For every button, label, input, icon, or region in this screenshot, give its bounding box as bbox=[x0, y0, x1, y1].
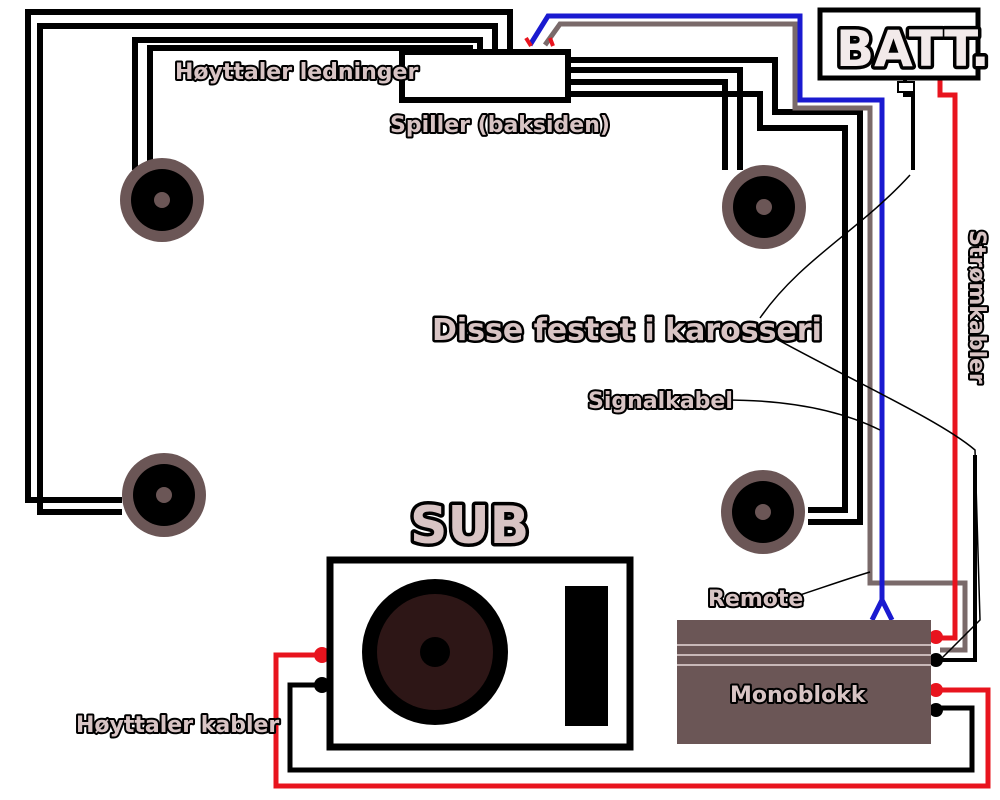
annotation-lines bbox=[724, 174, 981, 661]
label-mono-block: Monoblokk bbox=[730, 683, 867, 708]
amp-speaker-terminal-negative bbox=[929, 703, 943, 717]
speaker-top-left bbox=[120, 158, 204, 242]
speaker-bottom-right bbox=[721, 470, 805, 554]
battery-ground-wire bbox=[903, 80, 915, 170]
amp-ground-wire bbox=[940, 455, 977, 662]
label-speaker-wires: Høyttaler ledninger bbox=[175, 60, 418, 85]
mono-block-amplifier bbox=[677, 620, 931, 744]
label-ground-note: Disse festet i karosseri bbox=[432, 313, 822, 348]
speaker-wires-right bbox=[568, 57, 863, 525]
label-sub: SUB bbox=[410, 496, 529, 556]
signal-cable-red-tip bbox=[524, 36, 555, 48]
speaker-bottom-left bbox=[122, 453, 206, 537]
player-head-unit bbox=[399, 49, 571, 103]
subwoofer-box bbox=[326, 556, 634, 751]
signal-cable-blue bbox=[527, 13, 895, 622]
sub-speaker-cables bbox=[273, 652, 991, 789]
sub-terminal-positive bbox=[314, 647, 330, 663]
speaker-top-right bbox=[722, 165, 806, 249]
label-speaker-cables: Høyttaler kabler bbox=[76, 713, 279, 738]
label-battery: BATT. bbox=[836, 20, 990, 78]
power-cable-red bbox=[937, 80, 958, 641]
label-player-back: Spiller (baksiden) bbox=[390, 113, 610, 138]
sub-terminal-negative bbox=[314, 677, 330, 693]
battery-box bbox=[817, 7, 981, 81]
label-signal-cable: Signalkabel bbox=[588, 389, 733, 414]
amp-speaker-terminal-positive bbox=[929, 683, 943, 697]
amp-power-terminal bbox=[929, 630, 943, 644]
label-power-cables: Strømkabler bbox=[964, 230, 989, 384]
subwoofer-port bbox=[565, 586, 608, 726]
label-remote: Remote bbox=[708, 587, 803, 612]
ground-connector bbox=[897, 81, 915, 93]
amp-ground-terminal bbox=[929, 653, 943, 667]
remote-wire-gray bbox=[542, 21, 968, 653]
